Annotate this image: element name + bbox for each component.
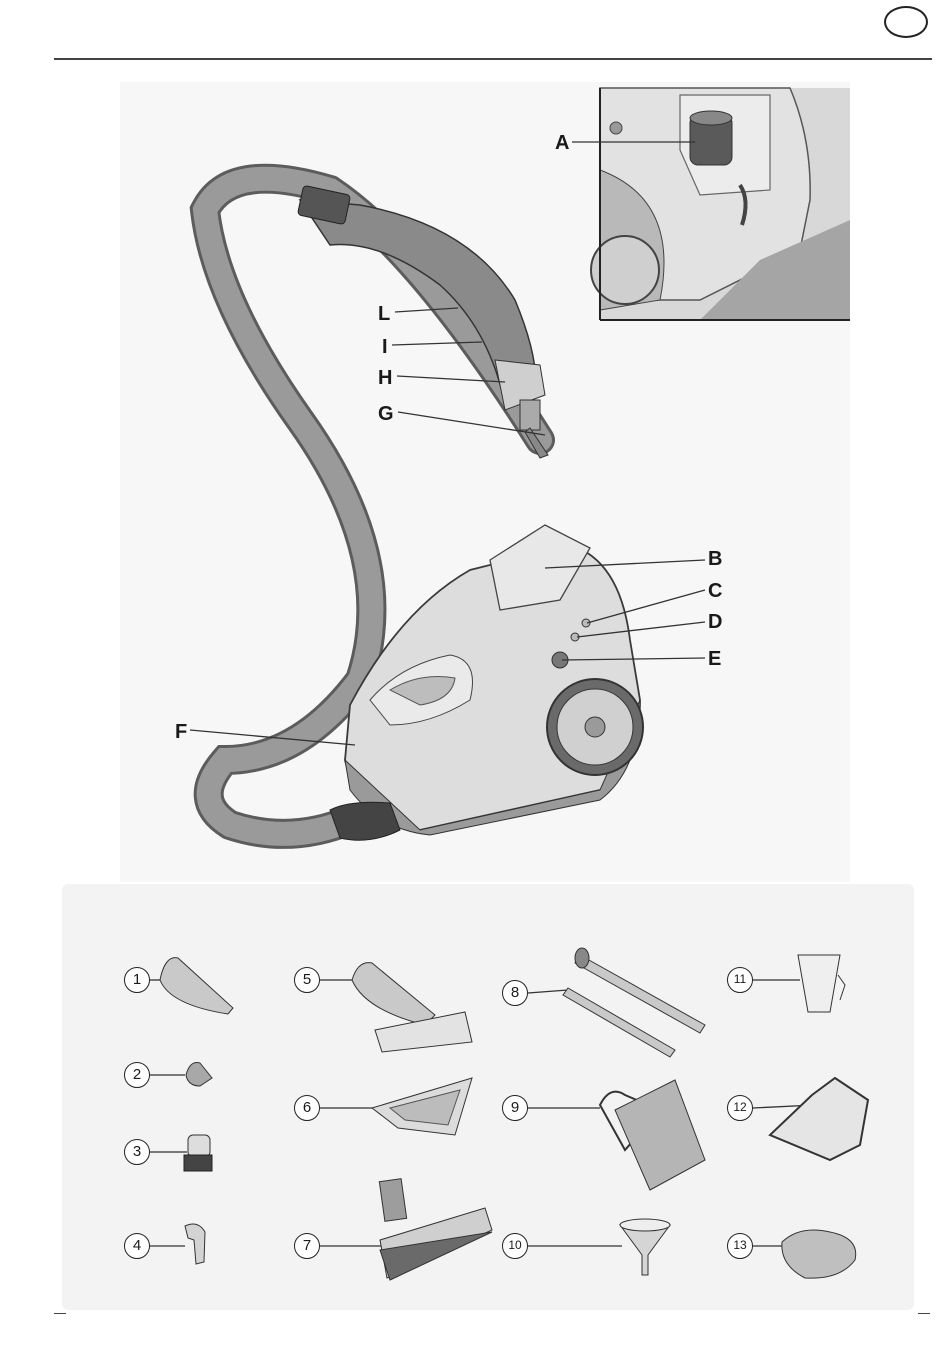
accessory-4-angled-nozzle xyxy=(185,1224,205,1264)
callout-g: G xyxy=(378,404,394,424)
callout-h: H xyxy=(378,368,392,388)
accessory-number-5: 5 xyxy=(294,967,320,993)
steam-cleaner-drawing xyxy=(120,82,850,882)
crop-mark-right xyxy=(918,1313,930,1314)
control-knob-inset xyxy=(591,88,850,320)
accessory-number-9: 9 xyxy=(502,1095,528,1121)
accessory-6-cloth-frame xyxy=(372,1078,472,1135)
accessory-number-6: 6 xyxy=(294,1095,320,1121)
accessory-11-measuring-cup xyxy=(798,955,845,1012)
accessory-number-1: 1 xyxy=(124,967,150,993)
language-badge xyxy=(884,6,928,38)
accessory-number-11: 11 xyxy=(727,967,753,993)
accessory-12-cloth xyxy=(770,1078,868,1160)
callout-f: F xyxy=(175,722,187,742)
accessory-number-8: 8 xyxy=(502,980,528,1006)
accessory-1-nozzle xyxy=(160,958,233,1014)
accessory-13-sponge xyxy=(782,1230,856,1278)
accessory-2-small-nozzle xyxy=(186,1063,212,1087)
accessory-number-12: 12 xyxy=(727,1095,753,1121)
accessory-number-13: 13 xyxy=(727,1233,753,1259)
callout-d: D xyxy=(708,612,722,632)
accessory-8-extension-tubes xyxy=(563,948,705,1057)
callout-i: I xyxy=(382,337,388,357)
steam-cleaner-illustration: A L I H G B C D E F xyxy=(120,82,850,882)
accessory-number-3: 3 xyxy=(124,1139,150,1165)
accessory-10-funnel xyxy=(620,1219,670,1275)
callout-e: E xyxy=(708,649,721,669)
header-rule xyxy=(54,58,932,60)
accessory-number-2: 2 xyxy=(124,1062,150,1088)
callout-c: C xyxy=(708,581,722,601)
accessory-number-4: 4 xyxy=(124,1233,150,1259)
accessories-drawing xyxy=(62,884,914,1310)
callout-a: A xyxy=(555,133,569,153)
crop-mark-left xyxy=(54,1313,66,1314)
accessory-number-7: 7 xyxy=(294,1233,320,1259)
accessories-panel: 1 2 3 4 5 6 7 8 9 10 11 12 13 xyxy=(62,884,914,1310)
accessory-9-bag xyxy=(600,1080,705,1190)
accessory-number-10: 10 xyxy=(502,1233,528,1259)
callout-b: B xyxy=(708,549,722,569)
callout-l: L xyxy=(378,304,390,324)
accessory-5-window-squeegee xyxy=(352,963,472,1052)
accessory-7-floor-brush xyxy=(379,1179,492,1280)
accessory-3-round-brush xyxy=(184,1135,212,1171)
